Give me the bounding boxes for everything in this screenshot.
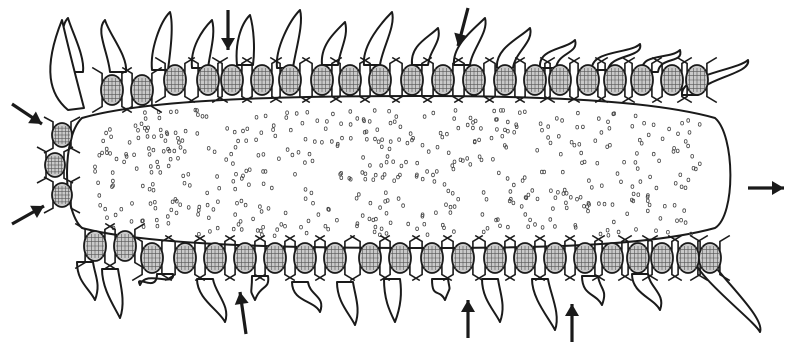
bottom-spine xyxy=(77,262,98,300)
body-outline xyxy=(67,96,730,248)
bottom-spine xyxy=(197,279,226,322)
inflow-arrow-left-bottom xyxy=(12,206,44,224)
top-spine xyxy=(364,12,393,65)
top-spine xyxy=(497,28,531,68)
bottom-spine xyxy=(292,282,321,312)
inflow-arrow-bottom-2 xyxy=(461,300,475,338)
top-spine xyxy=(101,20,126,72)
top-spine xyxy=(322,22,346,65)
inflow-arrow-left-top xyxy=(12,104,42,124)
bottom-spine xyxy=(251,276,268,300)
arrow-head xyxy=(565,304,579,316)
bottom-spine xyxy=(532,279,557,330)
arrow-head xyxy=(772,181,784,195)
inflow-arrow-top-1 xyxy=(221,10,235,50)
bottom-spine xyxy=(384,279,401,322)
top-cell xyxy=(92,68,132,113)
inflow-arrow-bottom-3 xyxy=(565,304,579,342)
bottom-spine xyxy=(482,279,503,322)
arrow-head xyxy=(221,38,235,50)
outflow-arrow-right xyxy=(748,181,784,195)
arrow-head xyxy=(461,300,475,312)
bottom-spine xyxy=(432,279,450,300)
inflow-arrow-bottom-1 xyxy=(235,292,249,334)
cavity-outline xyxy=(67,96,730,248)
bottom-spine xyxy=(102,269,123,318)
top-spine xyxy=(277,10,301,68)
bottom-spine xyxy=(337,282,358,325)
